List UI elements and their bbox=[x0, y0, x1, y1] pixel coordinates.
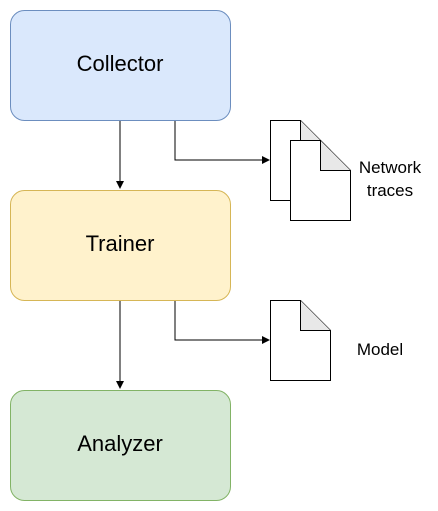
collector-box bbox=[10, 10, 231, 121]
trainer-box bbox=[10, 190, 231, 301]
trainer-label: Trainer bbox=[86, 231, 155, 256]
analyzer-box bbox=[10, 390, 231, 501]
network-traces-document-stack: Network traces bbox=[270, 120, 422, 221]
trainer-node: Trainer bbox=[10, 190, 231, 301]
model-document: Model bbox=[270, 300, 403, 381]
network-traces-label-line2: traces bbox=[367, 181, 413, 200]
edge-trainer-to-model bbox=[174, 300, 270, 344]
collector-label: Collector bbox=[77, 51, 164, 76]
document-icon-front bbox=[290, 140, 351, 221]
model-label: Model bbox=[357, 340, 403, 359]
network-traces-label-line1: Network bbox=[359, 158, 422, 177]
edges bbox=[116, 121, 270, 389]
analyzer-label: Analyzer bbox=[77, 431, 163, 456]
edge-collector-to-network-traces bbox=[174, 121, 270, 164]
document-icon bbox=[270, 300, 331, 381]
collector-node: Collector bbox=[10, 10, 231, 121]
analyzer-node: Analyzer bbox=[10, 390, 231, 501]
